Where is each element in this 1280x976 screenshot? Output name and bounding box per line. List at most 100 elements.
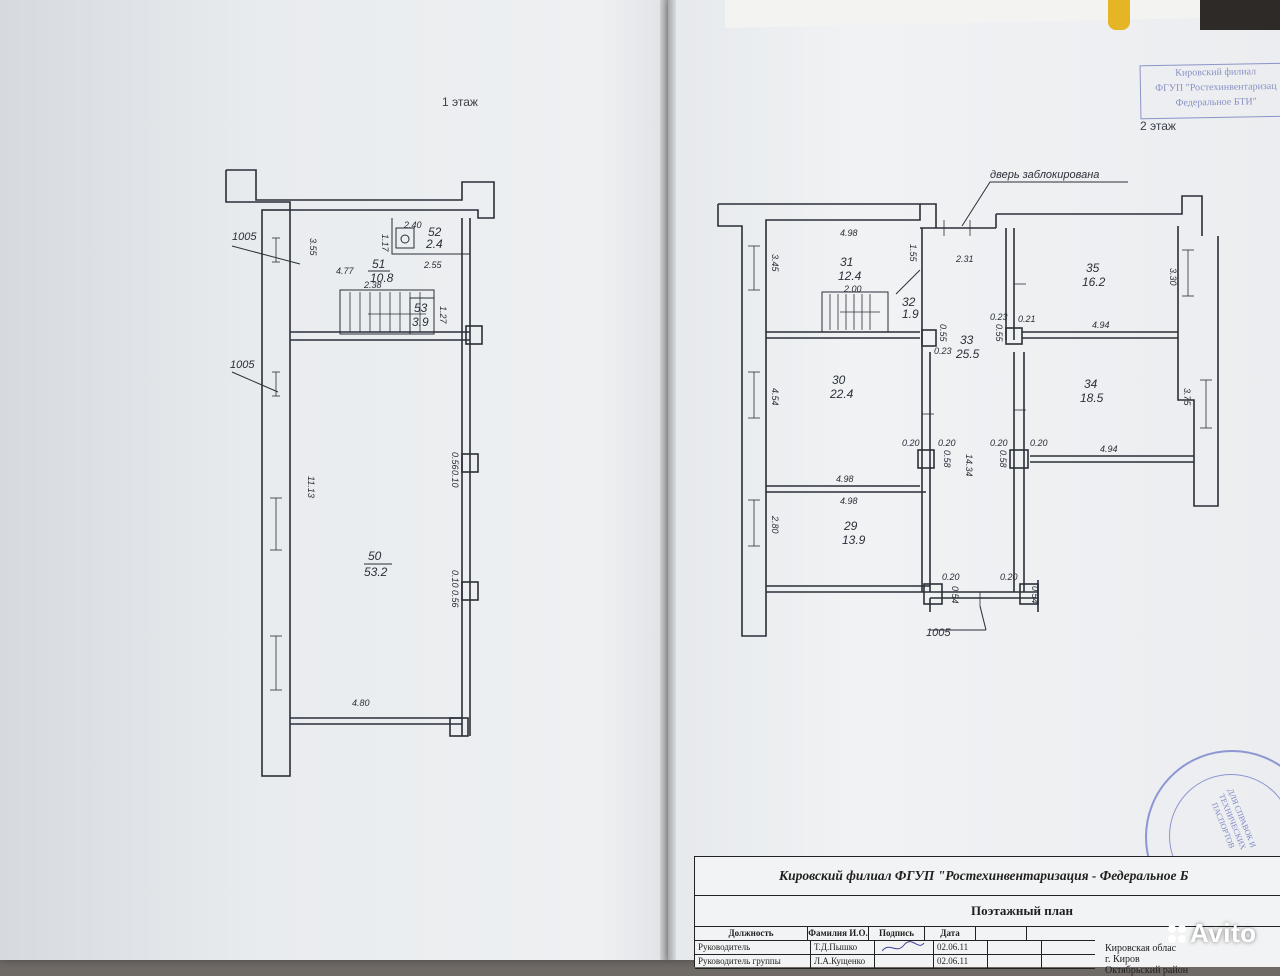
room-area: 3.9 bbox=[412, 315, 429, 329]
dimension: 1.27 bbox=[438, 306, 448, 325]
floor1-axis-label: 1005 bbox=[232, 231, 257, 243]
room-area: 2.4 bbox=[425, 237, 443, 251]
org-name: Кировский филиал ФГУП "Ростехинвентариза… bbox=[695, 857, 1280, 896]
dimension: 0.21 bbox=[1018, 314, 1036, 324]
room-number: 30 bbox=[832, 373, 846, 387]
dimension: 2.00 bbox=[843, 284, 862, 294]
dimension: 4.94 bbox=[1092, 320, 1110, 330]
left-page bbox=[0, 0, 668, 960]
dimension: 3.55 bbox=[308, 238, 318, 257]
dimension: 0.20 bbox=[942, 572, 960, 582]
room-area: 12.4 bbox=[838, 269, 862, 283]
dimension: 0.20 bbox=[990, 438, 1008, 448]
position-cell: Руководитель группы bbox=[695, 955, 811, 968]
room-area: 53.2 bbox=[364, 565, 388, 579]
dimension: 4.98 bbox=[840, 228, 858, 238]
room-number: 51 bbox=[372, 257, 385, 271]
dimension: 4.77 bbox=[336, 266, 355, 276]
header-name: Фамилия И.О. bbox=[808, 927, 869, 940]
dimension: 0.54 bbox=[1030, 586, 1040, 604]
room-number: 34 bbox=[1084, 377, 1098, 391]
header-position: Должность bbox=[695, 927, 808, 940]
floor1-axis-label: 1005 bbox=[230, 359, 255, 371]
table-row: Руководитель Т.Д.Пышко 02.06.11 bbox=[695, 941, 1095, 955]
room-number: 35 bbox=[1086, 261, 1100, 275]
dimension: 4.98 bbox=[840, 496, 858, 506]
dimension: 0.55 bbox=[994, 324, 1004, 343]
dimension: 0.56 bbox=[450, 452, 460, 470]
avito-watermark: Avito bbox=[1168, 918, 1257, 949]
pencil-icon bbox=[1108, 0, 1130, 30]
dimension: 0.23 bbox=[990, 312, 1008, 322]
signature-cell bbox=[875, 941, 934, 954]
position-cell: Руководитель bbox=[695, 941, 811, 954]
table-cell bbox=[988, 941, 1042, 954]
floor1-plan: 1 этаж bbox=[225, 95, 495, 777]
room-number: 33 bbox=[960, 333, 974, 347]
room-number: 50 bbox=[368, 549, 382, 563]
signatures-table: Должность Фамилия И.О. Подпись Дата Руко… bbox=[695, 927, 1095, 969]
registry-stamp: Кировский филиал ФГУП "Ростехинвентариза… bbox=[1139, 62, 1280, 120]
room-number: 31 bbox=[840, 255, 853, 269]
dimension: 0.23 bbox=[934, 346, 952, 356]
dimension: 2.55 bbox=[423, 260, 443, 270]
dimension: 0.10 bbox=[450, 470, 460, 488]
dimension: 3.45 bbox=[770, 254, 780, 273]
signature-cell bbox=[875, 955, 934, 968]
floor2-axis-label: 1005 bbox=[926, 627, 951, 639]
dimension: 1.55 bbox=[908, 244, 918, 263]
room-number: 29 bbox=[843, 519, 858, 533]
dimension: 0.20 bbox=[902, 438, 920, 448]
room-area: 22.4 bbox=[829, 387, 854, 401]
date-cell: 02.06.11 bbox=[934, 941, 988, 954]
dimension: 4.98 bbox=[836, 474, 854, 484]
dimension: 2.40 bbox=[403, 220, 422, 230]
dimension: 4.54 bbox=[770, 388, 780, 406]
dimension: 0.20 bbox=[938, 438, 956, 448]
floor2-title: 2 этаж bbox=[1140, 119, 1176, 133]
dimension: 2.31 bbox=[955, 254, 974, 264]
dimension: 11.13 bbox=[306, 476, 316, 498]
dimension: 0.58 bbox=[998, 450, 1008, 468]
location-district: Октябрьский район bbox=[1105, 965, 1189, 976]
book-spine bbox=[660, 0, 676, 960]
dimension: 0.58 bbox=[942, 450, 952, 468]
avito-logo-icon bbox=[1168, 924, 1186, 943]
table-row: Руководитель группы Л.А.Кущенко 02.06.11 bbox=[695, 955, 1095, 969]
table-cell bbox=[988, 955, 1042, 968]
room-number: 52 bbox=[428, 225, 442, 239]
dimension: 3.30 bbox=[1168, 268, 1178, 286]
background-corner bbox=[1200, 0, 1280, 30]
room-area: 16.2 bbox=[1082, 275, 1106, 289]
dimension: 4.80 bbox=[352, 698, 370, 708]
dimension: 4.94 bbox=[1100, 444, 1118, 454]
header-signature: Подпись bbox=[869, 927, 925, 940]
location-region: Кировская облас bbox=[1105, 943, 1177, 954]
header-date: Дата bbox=[925, 927, 976, 940]
name-cell: Л.А.Кущенко bbox=[811, 955, 875, 968]
dimension: 0.20 bbox=[1000, 572, 1018, 582]
room-area: 13.9 bbox=[842, 533, 866, 547]
dimension: 0.20 bbox=[1030, 438, 1048, 448]
room-number: 53 bbox=[414, 301, 428, 315]
dimension: 0.10 bbox=[450, 570, 460, 588]
table-header-row: Должность Фамилия И.О. Подпись Дата bbox=[695, 927, 1095, 941]
name-cell: Т.Д.Пышко bbox=[811, 941, 875, 954]
watermark-text: Avito bbox=[1190, 918, 1257, 948]
room-area: 10.8 bbox=[370, 271, 394, 285]
floor2-plan: 2 этаж дверь заблокирована bbox=[717, 119, 1219, 639]
dimension: 2.38 bbox=[363, 280, 382, 290]
title-block: Кировский филиал ФГУП "Ростехинвентариза… bbox=[694, 856, 1280, 976]
dimension: 1.17 bbox=[380, 234, 390, 253]
dimension: 0.55 bbox=[938, 324, 948, 343]
room-area: 25.5 bbox=[955, 347, 980, 361]
dimension: 14.34 bbox=[964, 454, 974, 477]
dimension: 2.80 bbox=[770, 515, 780, 534]
table-cell bbox=[976, 927, 1027, 940]
floor1-title: 1 этаж bbox=[442, 95, 478, 109]
stamp-line: ФГУП "Ростехинвентаризац bbox=[1155, 80, 1277, 95]
dimension: 0.54 bbox=[950, 586, 960, 604]
room-number: 32 bbox=[902, 295, 916, 309]
date-cell: 02.06.11 bbox=[934, 955, 988, 968]
